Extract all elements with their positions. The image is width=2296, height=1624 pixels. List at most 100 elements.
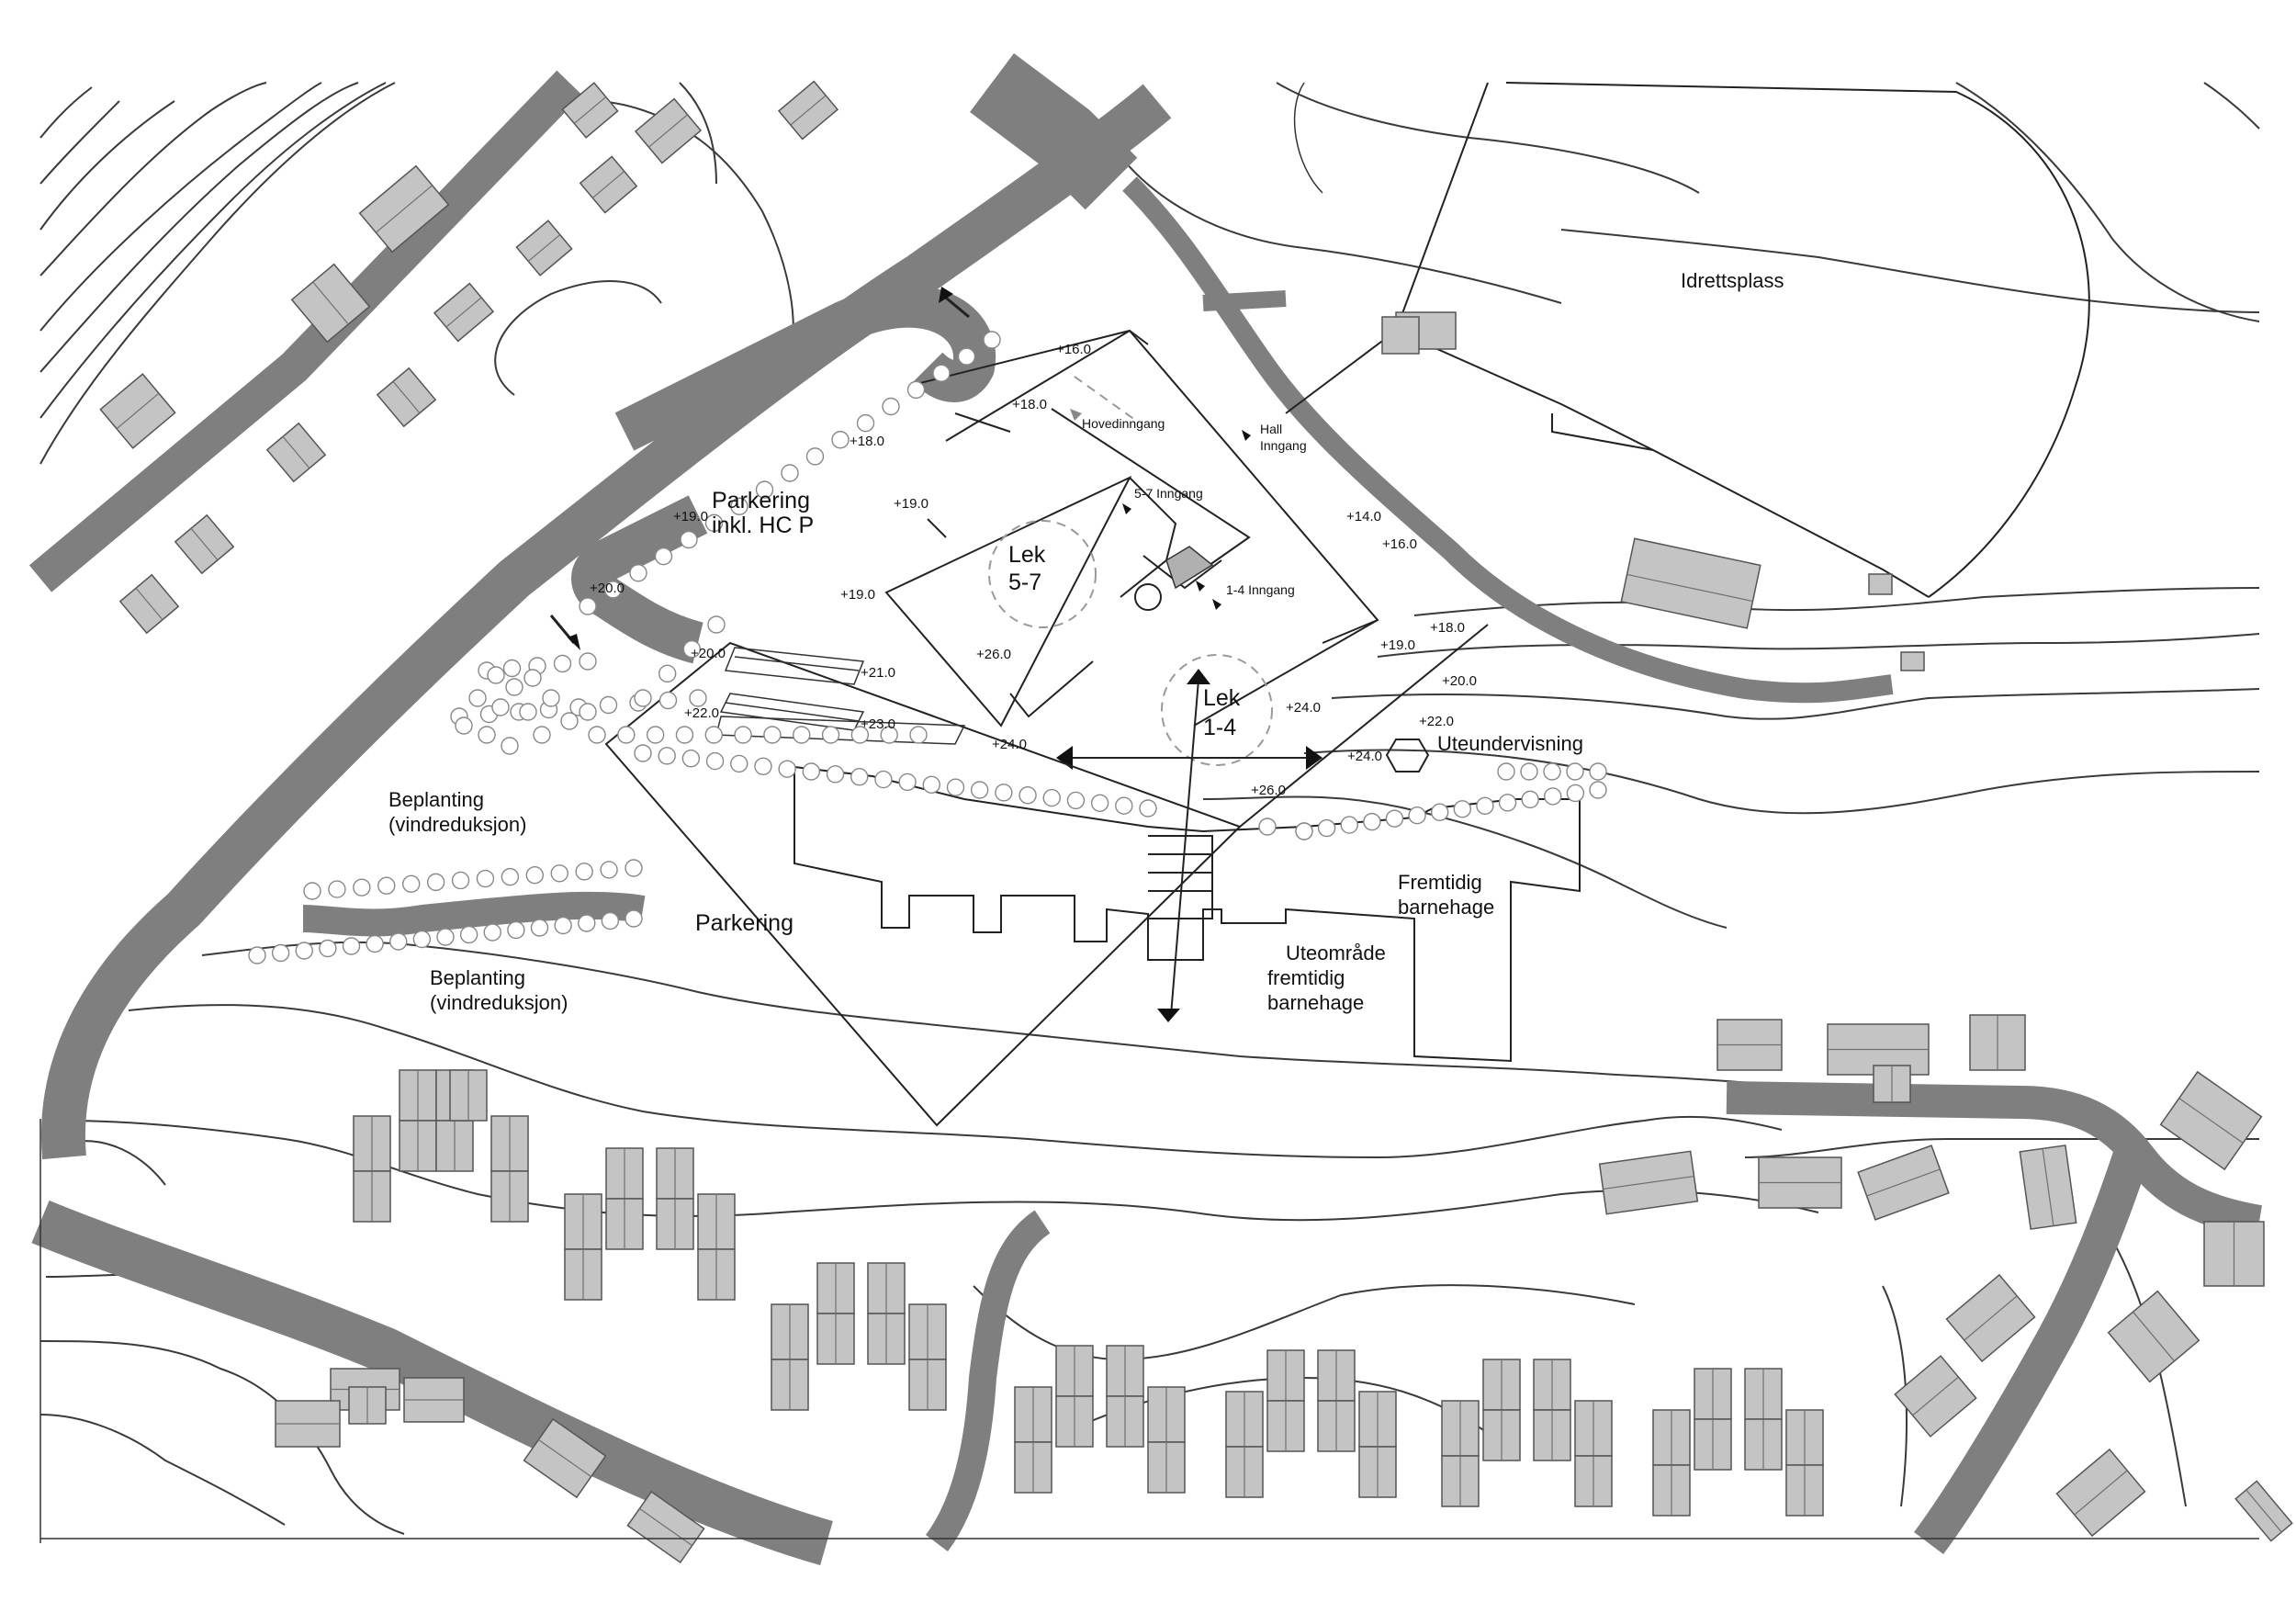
tree-icon: [271, 943, 290, 963]
tree-icon: [754, 757, 772, 775]
houses: [99, 80, 2293, 1564]
house-ridge: [312, 281, 349, 325]
tree-icon: [646, 726, 665, 744]
house-icon: [2019, 1145, 2077, 1230]
house-icon: [771, 1359, 809, 1411]
house-icon: [435, 1120, 474, 1172]
tree-icon: [588, 726, 606, 744]
house-ridge: [282, 435, 310, 469]
house-icon: [1969, 1014, 2026, 1071]
house-icon: [908, 1359, 947, 1411]
elev-19: +20.0: [1442, 673, 1477, 689]
tree-icon: [401, 874, 421, 894]
elev-7: +20.0: [590, 581, 625, 596]
house-icon: [1758, 1156, 1842, 1209]
house-ridge: [392, 380, 421, 414]
label-beplanting-1b: (vindreduksjon): [388, 813, 526, 836]
labels: Parkering inkl. HC P Parkering Beplantin…: [388, 416, 1583, 1014]
tree-icon: [389, 932, 408, 951]
elev-22: +26.0: [1251, 783, 1286, 798]
elevation-markers: +16.0 +18.0 +18.0 +19.0 +19.0 +19.0 +20.…: [590, 342, 1477, 798]
house-icon: [1945, 1273, 2036, 1363]
tree-icon: [550, 864, 568, 883]
tree-icon: [501, 737, 519, 755]
house-icon: [1106, 1395, 1144, 1448]
house-icon: [265, 422, 327, 483]
tree-icon: [826, 765, 845, 784]
house-icon: [2107, 1290, 2200, 1383]
house-ridge: [2042, 1148, 2054, 1226]
tree-icon: [629, 564, 647, 582]
house-icon: [1482, 1409, 1521, 1461]
tree-icon: [519, 703, 537, 721]
house-icon: [1317, 1349, 1356, 1402]
tree-icon: [1543, 762, 1561, 781]
tree-icon: [707, 615, 726, 634]
house-icon: [867, 1313, 906, 1365]
house-ridge: [445, 297, 482, 328]
house-icon: [1652, 1464, 1691, 1517]
tree-icon: [436, 928, 455, 946]
elev-3: +18.0: [850, 434, 884, 449]
tree-icon: [342, 937, 361, 955]
elev-12: +26.0: [976, 647, 1011, 662]
tree-icon: [601, 911, 620, 930]
house-icon: [1055, 1395, 1094, 1448]
label-uteomrade-b: fremtidig: [1267, 966, 1345, 989]
label-beplanting-2b: (vindreduksjon): [430, 991, 568, 1014]
tree-icon: [1385, 809, 1404, 828]
tree-icon: [906, 380, 926, 400]
tree-icon: [248, 946, 266, 964]
house-ridge: [190, 527, 219, 561]
tree-icon: [1544, 787, 1562, 806]
house-icon: [353, 1115, 391, 1172]
elev-15: +14.0: [1346, 509, 1381, 524]
tree-icon: [476, 869, 495, 888]
tree-icon: [505, 678, 523, 696]
house-icon: [2055, 1448, 2146, 1538]
label-uteomrade-a: Uteområde: [1286, 942, 1386, 964]
house-icon: [1652, 1409, 1691, 1466]
tree-icon: [553, 654, 572, 673]
house-icon: [348, 1386, 387, 1425]
house-icon: [626, 1490, 705, 1564]
tree-icon: [880, 726, 898, 744]
house-icon: [1744, 1418, 1783, 1471]
tree-icon: [634, 744, 652, 762]
tree-icon: [995, 784, 1013, 802]
house-ridge: [1964, 1295, 2018, 1341]
house-icon: [1574, 1455, 1613, 1507]
tree-icon: [295, 942, 313, 960]
house-icon: [777, 80, 839, 141]
house-icon: [2203, 1221, 2265, 1287]
house-icon: [523, 1417, 607, 1499]
house-icon: [605, 1198, 644, 1250]
house-icon: [1225, 1446, 1264, 1498]
elev-13: +24.0: [992, 737, 1027, 752]
label-fremtidig-a: Fremtidig: [1398, 871, 1482, 894]
elev-18: +19.0: [1380, 637, 1415, 653]
elev-8: +20.0: [691, 646, 726, 661]
tree-icon: [468, 689, 487, 707]
house-ridge: [1912, 1376, 1959, 1416]
elev-4: +19.0: [894, 496, 929, 512]
tree-icon: [1566, 784, 1585, 803]
tree-icon: [1430, 803, 1449, 821]
tree-icon: [1498, 794, 1517, 812]
tree-icon: [1476, 796, 1494, 816]
label-beplanting-1a: Beplanting: [388, 788, 484, 811]
elev-9: +21.0: [861, 665, 895, 681]
tree-icon: [575, 863, 593, 881]
tree-icon: [502, 659, 522, 678]
tree-icon: [680, 530, 698, 549]
house-icon: [118, 573, 180, 635]
house-icon: [2234, 1480, 2293, 1542]
house-icon: [1106, 1345, 1144, 1397]
tree-icon: [778, 760, 796, 778]
tree-icon: [478, 726, 496, 744]
tree-icon: [353, 878, 371, 897]
tree-icon: [1521, 790, 1539, 809]
house-icon: [771, 1303, 809, 1360]
house-icon: [1055, 1345, 1094, 1397]
tree-icon: [898, 773, 917, 792]
